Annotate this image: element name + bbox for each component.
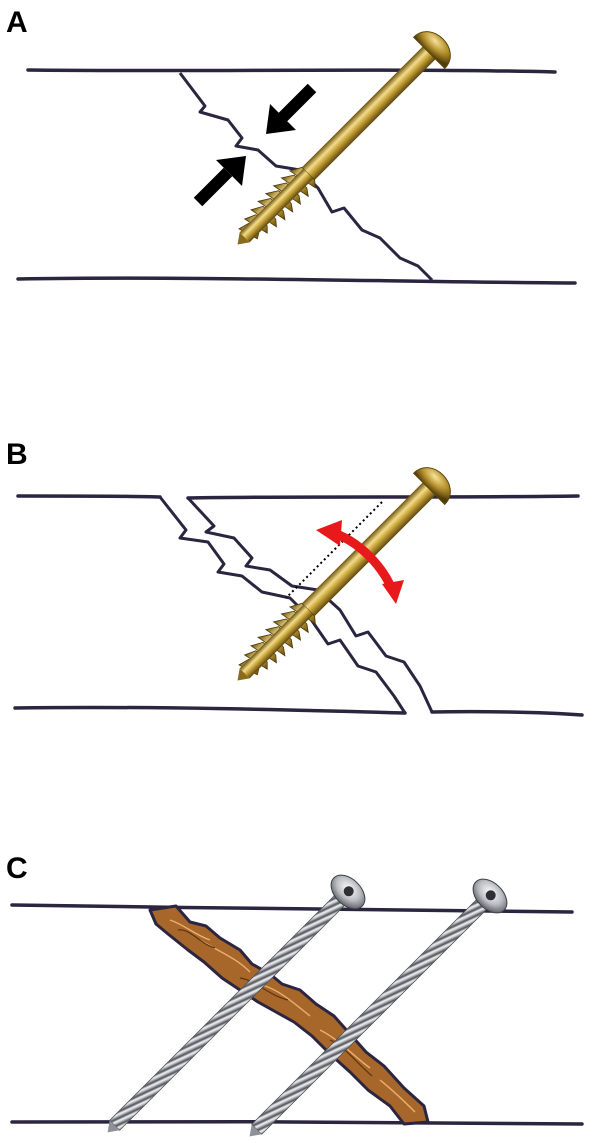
panel-label-b: B	[6, 438, 28, 471]
rotation-arrow-icon	[316, 520, 404, 604]
panel-b: B	[0, 430, 597, 760]
panel-c-diagram	[10, 874, 584, 1137]
panel-label-c: C	[6, 852, 28, 885]
bone-bottom-line-right	[430, 709, 584, 717]
bone-bottom-line	[10, 1119, 584, 1126]
panel-label-a: A	[6, 6, 28, 39]
bone-graft-callus	[148, 904, 430, 1126]
compression-arrow-upper-icon	[266, 83, 317, 134]
steel-screw-right	[249, 878, 508, 1137]
bone-top-line-right	[186, 494, 580, 500]
gold-lag-screw	[237, 31, 451, 245]
gold-lag-screw-b	[237, 467, 451, 681]
panel-a-diagram	[16, 31, 577, 285]
fracture-line-right	[186, 496, 434, 713]
panel-c: C	[0, 840, 597, 1143]
bone-top-line	[26, 68, 557, 74]
bone-top-line-left	[16, 494, 162, 499]
bone-bottom-line-left	[13, 705, 407, 715]
panel-a: A	[0, 0, 597, 380]
compression-arrow-lower-icon	[193, 156, 246, 207]
steel-screw-left	[107, 874, 366, 1133]
panel-b-diagram	[13, 467, 584, 717]
bone-bottom-line	[16, 276, 577, 285]
fracture-line-left	[158, 496, 407, 714]
